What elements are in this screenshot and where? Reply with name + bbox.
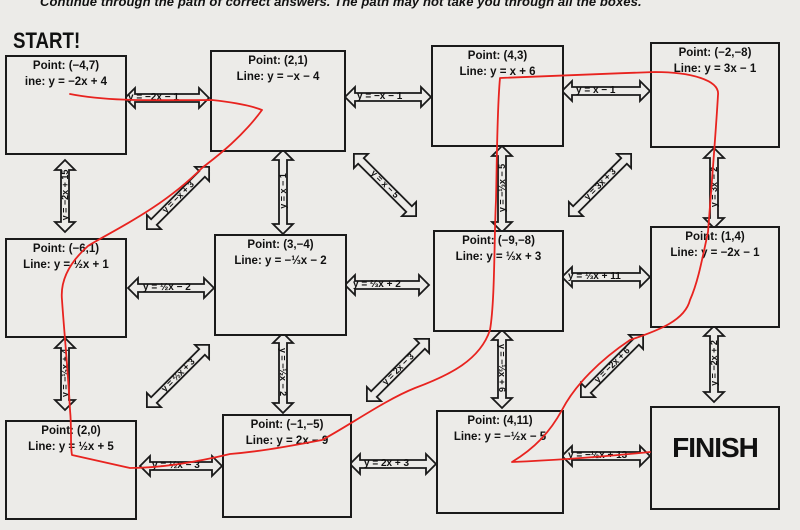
box-line: ine: y = −2x + 4 xyxy=(24,76,108,88)
box-point: Point: (3,−4) xyxy=(247,239,314,251)
box-6: Point: (3,−4) Line: y = −⅓x − 2 xyxy=(214,234,347,336)
box-point: Point: (−1,−5) xyxy=(250,419,324,431)
instructions-text: Continue through the path of correct ans… xyxy=(40,0,642,9)
box-9: Point: (2,0) Line: y = ½x + 5 xyxy=(5,420,137,520)
box-line: Line: y = 2x − 9 xyxy=(245,435,329,447)
box-7: Point: (−9,−8) Line: y = ⅓x + 3 xyxy=(433,230,564,332)
start-label: START! xyxy=(13,28,81,53)
box-line: Line: y = 3x − 1 xyxy=(673,63,757,75)
box-point: Point: (−4,7) xyxy=(32,60,100,72)
arrow-label-v2a: y = x − 1 xyxy=(278,173,288,209)
box-4: Point: (−2,−8) Line: y = 3x − 1 xyxy=(650,42,780,148)
arrow-label-h1b: y = −x − 1 xyxy=(357,91,403,102)
arrow-label-v3a: y = −⅓x − 5 xyxy=(497,163,507,213)
box-point: Point: (2,0) xyxy=(41,425,101,437)
finish-label: FINISH xyxy=(672,432,759,463)
box-point: Point: (−2,−8) xyxy=(678,47,752,59)
box-point: Point: (−9,−8) xyxy=(462,235,535,247)
arrow-label-h1a: y = −2x − 1 xyxy=(128,92,179,103)
box-5: Point: (−6,1) Line: y = ½x + 1 xyxy=(5,238,127,338)
arrow-label-h3c: y = −½x + 13 xyxy=(568,450,628,461)
box-line: Line: y = −2x − 1 xyxy=(670,247,760,259)
arrow-label-h3b: y = 2x + 3 xyxy=(364,458,410,469)
arrow-label-v3b: y = −⅓x + 6 xyxy=(497,343,507,393)
box-line: Line: y = −½x − 5 xyxy=(453,431,547,443)
box-line: Line: y = ½x + 5 xyxy=(28,441,114,453)
box-2: Point: (2,1) Line: y = −x − 4 xyxy=(210,50,346,152)
box-line: Line: y = x + 6 xyxy=(459,66,536,78)
box-11: Point: (4,11) Line: y = −½x − 5 xyxy=(436,410,564,514)
arrow-label-h1c: y = x − 1 xyxy=(576,85,616,96)
arrow-label-v1b: y = −½x + 4 xyxy=(60,348,70,398)
box-line: Line: y = ⅓x + 3 xyxy=(455,251,542,263)
box-start: Point: (−4,7) ine: y = −2x + 4 xyxy=(5,55,127,155)
box-line: Line: y = ½x + 1 xyxy=(23,259,109,271)
box-10: Point: (−1,−5) Line: y = 2x − 9 xyxy=(222,414,352,518)
box-line: Line: y = −x − 4 xyxy=(236,71,320,83)
box-3: Point: (4,3) Line: y = x + 6 xyxy=(431,45,564,147)
arrow-label-h2b: y = ⅔x + 2 xyxy=(353,279,401,290)
box-point: Point: (4,3) xyxy=(467,50,528,62)
arrow-label-v4b: y = −2x + 2 xyxy=(709,340,719,386)
arrow-label-h2a: y = ½x − 2 xyxy=(143,282,191,293)
box-8: Point: (1,4) Line: y = −2x − 1 xyxy=(650,226,780,328)
box-point: Point: (2,1) xyxy=(248,55,308,67)
arrow-label-v1a: y = −2x + 15 xyxy=(60,169,70,221)
box-point: Point: (1,4) xyxy=(685,231,745,243)
box-line: Line: y = −⅓x − 2 xyxy=(234,255,327,267)
box-finish: FINISH xyxy=(650,406,780,510)
arrow-label-h3a: y = ½x − 3 xyxy=(152,460,200,471)
arrow-label-v2b: y = −½x − 2 xyxy=(278,347,288,397)
box-point: Point: (−6,1) xyxy=(32,243,100,255)
arrow-label-h2c: y = ⅓x + 11 xyxy=(568,271,621,282)
arrow-label-v4a: y = 3x − 2 xyxy=(709,166,719,208)
box-point: Point: (4,11) xyxy=(467,415,533,427)
